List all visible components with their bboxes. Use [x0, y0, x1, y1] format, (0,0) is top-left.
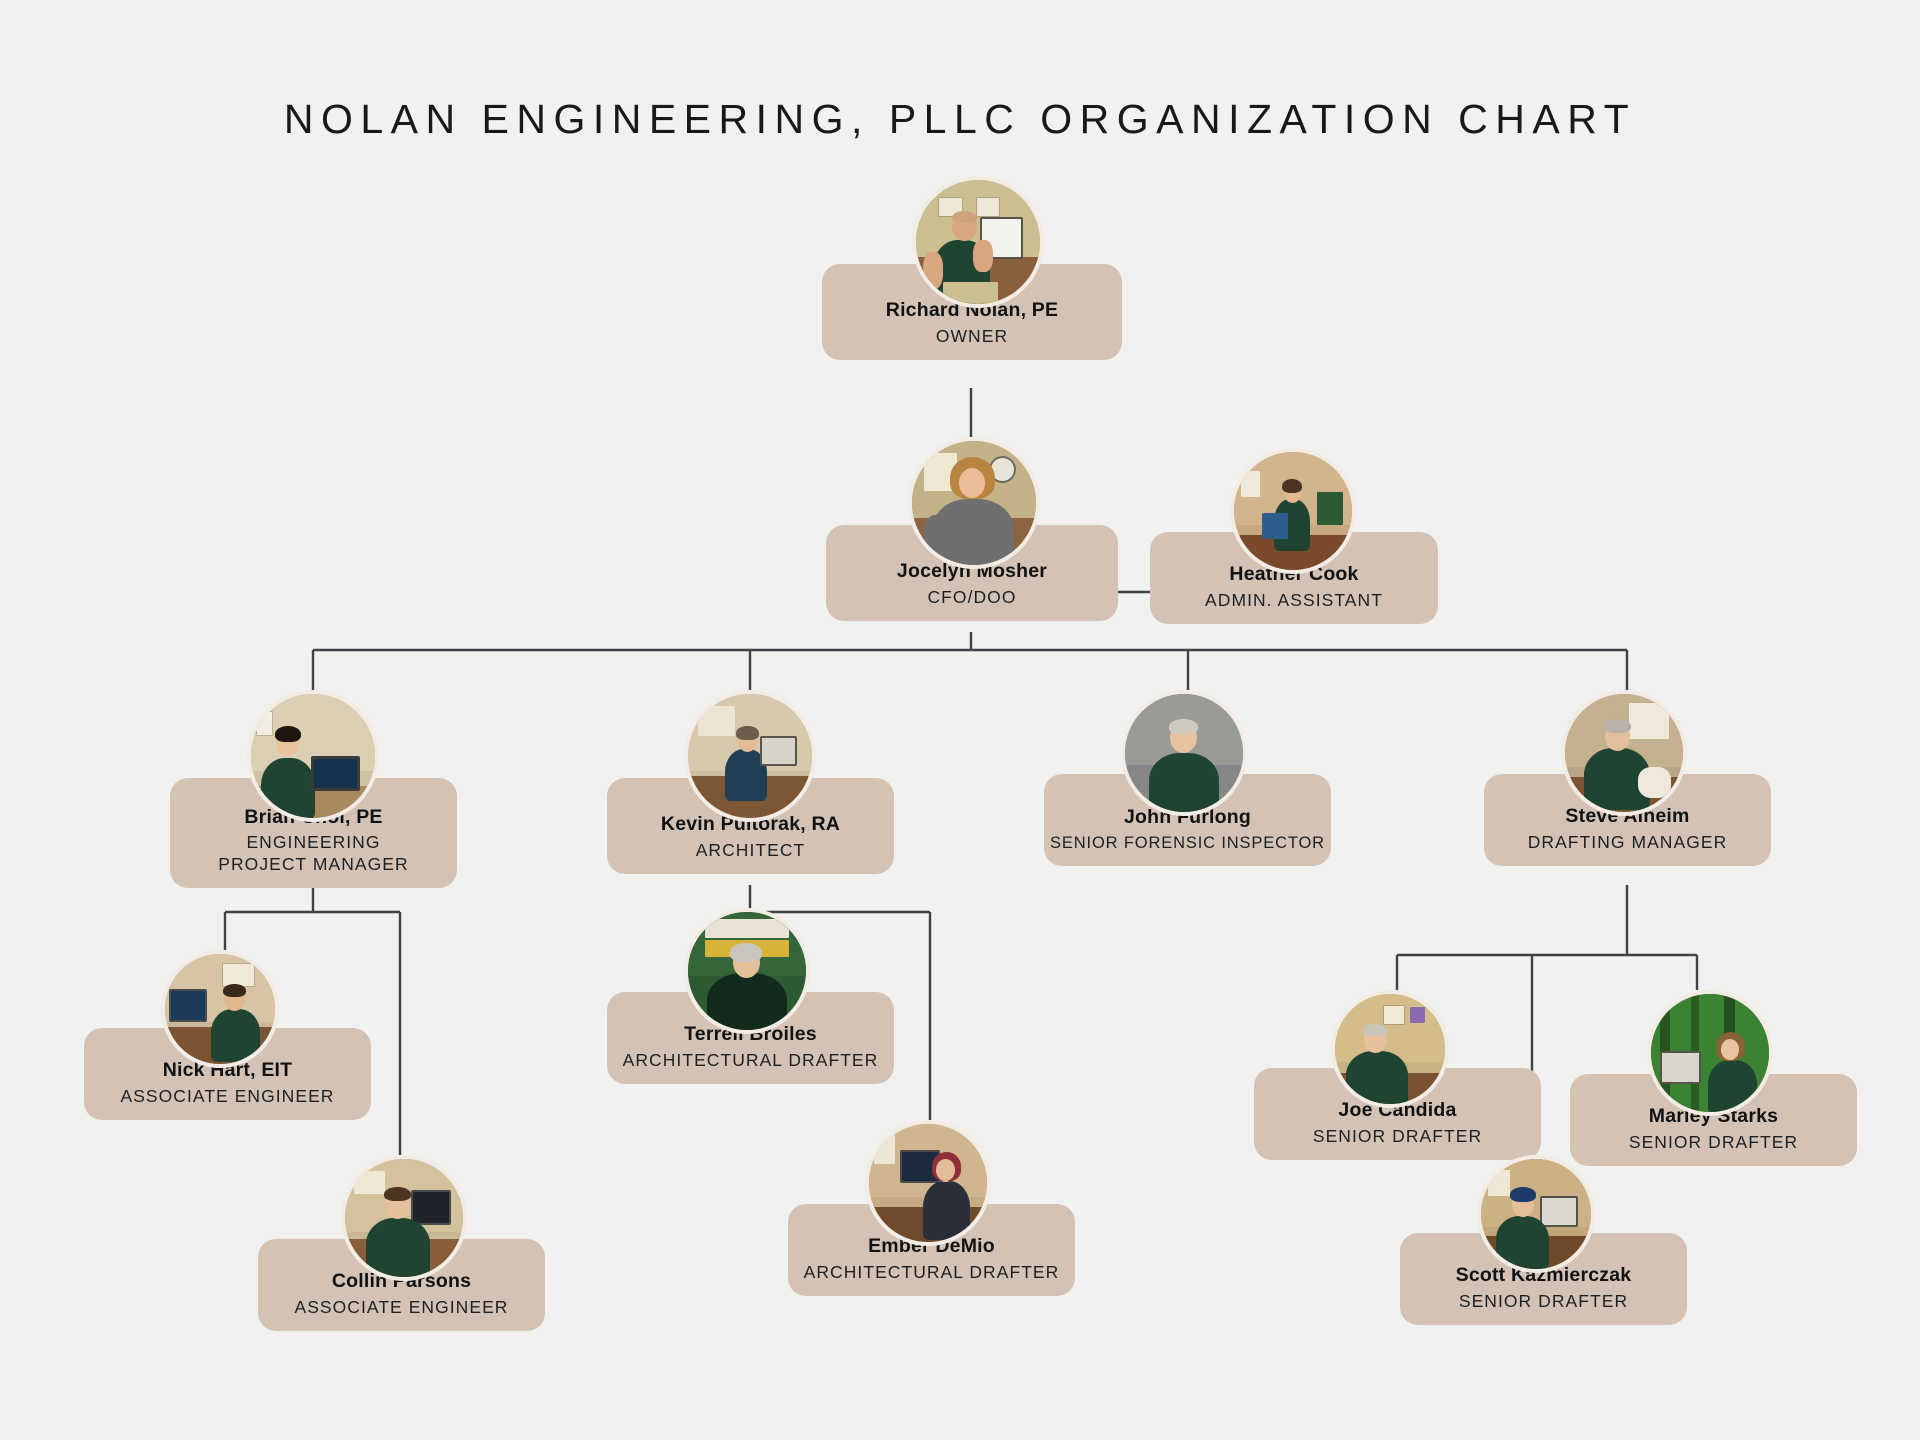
person-name: Richard Nolan, PE [885, 298, 1059, 321]
card-scott-kazmierczak[interactable]: Scott Kazmierczak SENIOR DRAFTER [1400, 1233, 1687, 1325]
avatar-steve-alheim [1561, 690, 1687, 816]
person-title: ASSOCIATE ENGINEER [294, 1296, 509, 1317]
card-richard-nolan[interactable]: Richard Nolan, PE OWNER [822, 264, 1122, 360]
card-brian-choi[interactable]: Brian Choi, PE ENGINEERING PROJECT MANAG… [170, 778, 457, 888]
person-title: ARCHITECTURAL DRAFTER [622, 1049, 879, 1070]
person-name: Joe Candida [1338, 1098, 1457, 1121]
avatar-john-furlong [1121, 690, 1247, 816]
avatar-brian-choi [247, 690, 379, 822]
person-title: SENIOR DRAFTER [1458, 1290, 1629, 1311]
person-title: ARCHITECTURAL DRAFTER [803, 1261, 1060, 1282]
page-title: NOLAN ENGINEERING, PLLC ORGANIZATION CHA… [283, 96, 1637, 142]
avatar-terrell-broiles [684, 908, 810, 1034]
person-title: SENIOR FORENSIC INSPECTOR [1050, 833, 1325, 852]
person-title: CFO/DOO [927, 586, 1017, 607]
avatar-jocelyn-mosher [908, 437, 1040, 569]
avatar-ember-demio [865, 1120, 991, 1246]
person-title: ADMIN. ASSISTANT [1205, 589, 1383, 610]
avatar-marley-starks [1647, 990, 1773, 1116]
person-title: ASSOCIATE ENGINEER [120, 1085, 335, 1106]
person-title: OWNER [935, 325, 1009, 346]
person-title: DRAFTING MANAGER [1527, 831, 1728, 852]
person-name: Scott Kazmierczak [1455, 1263, 1632, 1286]
avatar-collin-parsons [341, 1155, 467, 1281]
person-title: SENIOR DRAFTER [1628, 1131, 1799, 1152]
person-name: Nick Hart, EIT [162, 1058, 293, 1081]
avatar-scott-kazmierczak [1477, 1155, 1595, 1273]
person-title: ENGINEERING PROJECT MANAGER [218, 832, 409, 874]
avatar-kevin-pultorak [684, 690, 816, 822]
avatar-heather-cook [1230, 448, 1356, 574]
person-title: ARCHITECT [695, 839, 806, 860]
card-joe-candida[interactable]: Joe Candida SENIOR DRAFTER [1254, 1068, 1541, 1160]
avatar-joe-candida [1331, 990, 1449, 1108]
person-title: SENIOR DRAFTER [1312, 1125, 1483, 1146]
person-name: Kevin Pultorak, RA [660, 812, 841, 835]
person-name: Jocelyn Mosher [896, 559, 1048, 582]
avatar-richard-nolan [912, 176, 1044, 308]
avatar-nick-hart [161, 950, 279, 1068]
